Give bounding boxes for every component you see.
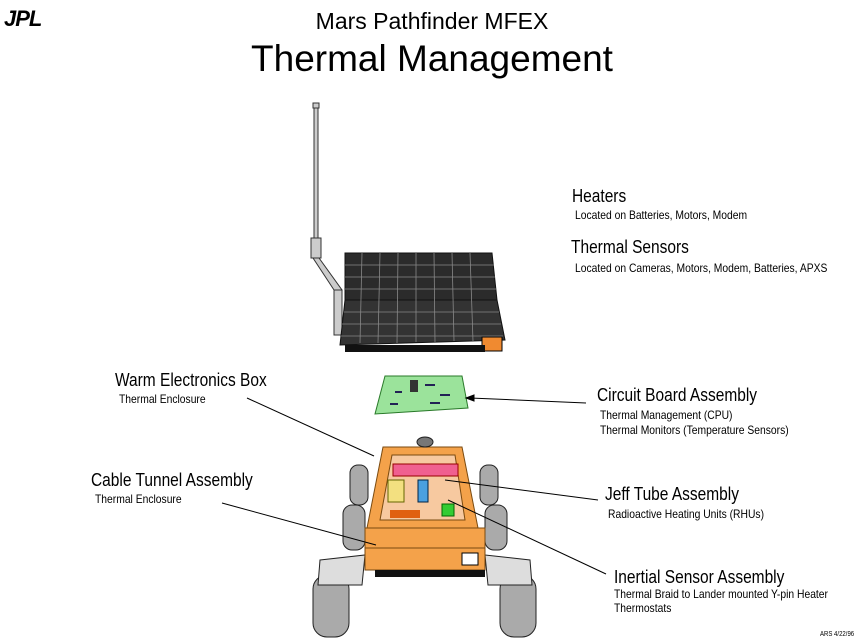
sensors-title: Thermal Sensors [571,237,689,257]
cable-desc: Thermal Enclosure [95,492,182,506]
page-title: Mars Pathfinder MFEX [315,8,549,34]
wheels [312,464,537,638]
heaters-title: Heaters [572,186,627,206]
leader-lines [221,394,607,575]
inertial-title: Inertial Sensor Assembly [614,567,785,587]
sensors-desc: Located on Cameras, Motors, Modem, Batte… [575,261,828,275]
warm-electronics-box [364,436,486,577]
web-desc: Thermal Enclosure [119,392,206,406]
circuit-board [374,375,469,415]
heaters-desc: Located on Batteries, Motors, Modem [575,208,748,222]
jeff-desc: Radioactive Heating Units (RHUs) [608,507,765,521]
circuit-desc-1: Thermal Management (CPU) [600,408,733,422]
circuit-title: Circuit Board Assembly [597,385,758,405]
antenna [310,102,343,336]
inertial-desc-1: Thermal Braid to Lander mounted Y-pin He… [614,587,828,601]
web-title: Warm Electronics Box [115,370,267,390]
jeff-title: Jeff Tube Assembly [605,484,739,504]
cable-title: Cable Tunnel Assembly [91,470,253,490]
inertial-desc-2: Thermostats [614,601,672,615]
page-subtitle: Thermal Management [251,38,613,79]
jpl-logo: JPL [4,6,42,31]
circuit-desc-2: Thermal Monitors (Temperature Sensors) [600,423,789,437]
solar-panel [339,252,506,352]
credit: ARS 4/22/96 [820,631,855,638]
